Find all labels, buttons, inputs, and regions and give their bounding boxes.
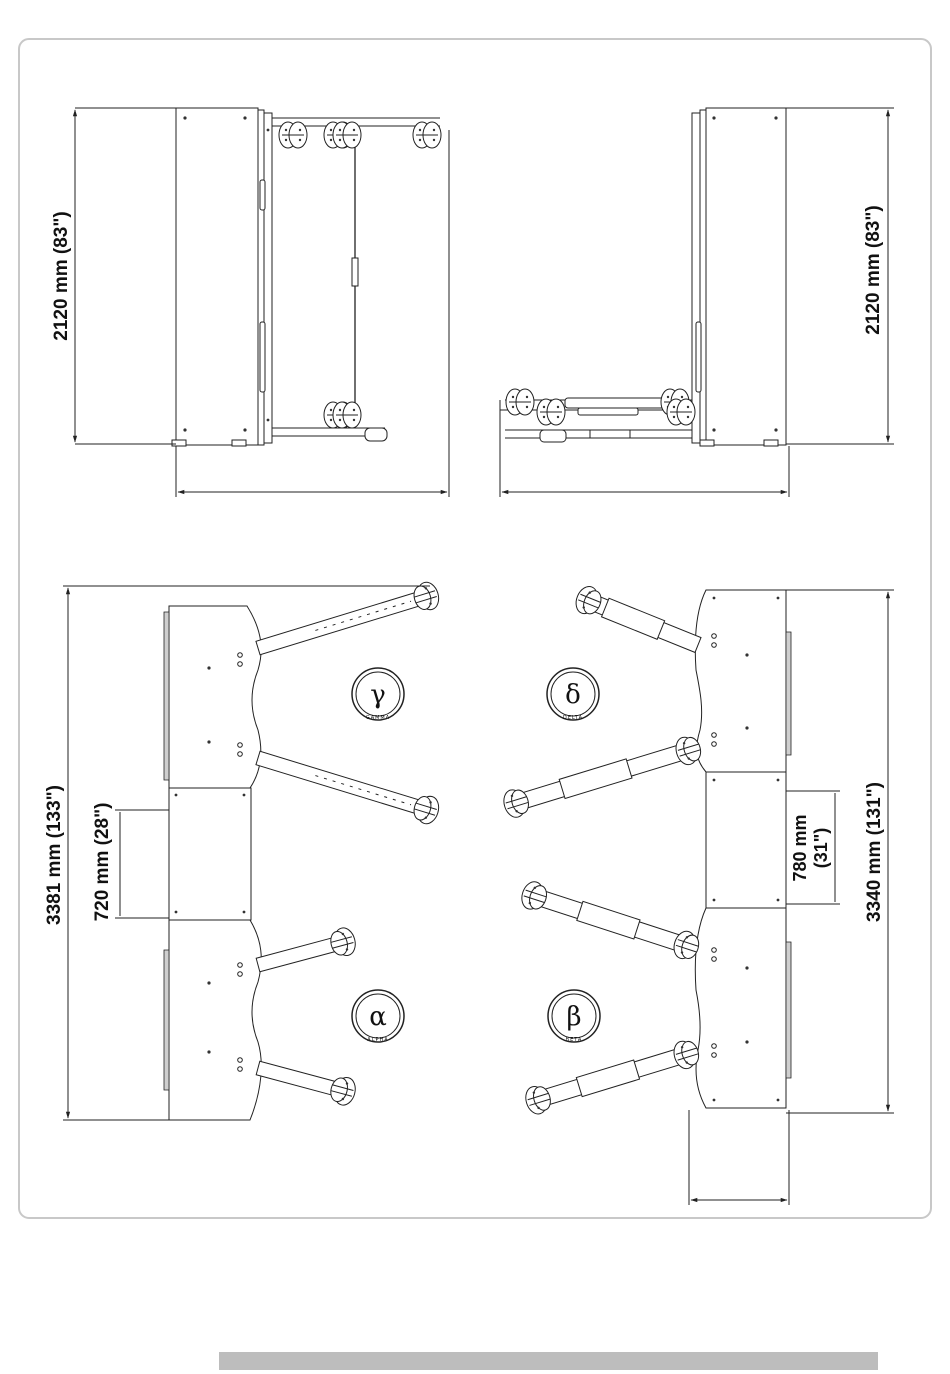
top-right-module-label-line1: 780 mm xyxy=(790,814,810,881)
alpha-symbol: α xyxy=(369,1002,387,1032)
side-view-left xyxy=(75,108,449,497)
top-left-module-label: 720 mm (28") xyxy=(92,803,113,922)
delta-label: DELTA xyxy=(563,715,583,721)
top-left-length-label: 3381 mm (133") xyxy=(44,785,65,925)
beta-label: BETA xyxy=(566,1037,583,1043)
side-view-right xyxy=(500,108,894,497)
alpha-emblem: α ALPHA xyxy=(352,990,404,1043)
beta-symbol: β xyxy=(566,1002,581,1032)
delta-symbol: δ xyxy=(565,680,581,710)
gamma-symbol: γ xyxy=(370,680,386,710)
delta-emblem: δ DELTA xyxy=(547,668,599,721)
side-right-height-label: 2120 mm (83") xyxy=(863,205,884,334)
gamma-emblem: γ GAMMA xyxy=(352,668,404,721)
beta-emblem: β BETA xyxy=(548,990,600,1043)
alpha-label: ALPHA xyxy=(367,1037,388,1043)
gamma-label: GAMMA xyxy=(366,715,390,721)
drawing-frame xyxy=(19,39,931,1218)
footer-bar xyxy=(219,1352,878,1370)
side-left-height-label: 2120 mm (83") xyxy=(51,211,72,340)
top-right-length-label: 3340 mm (131") xyxy=(864,782,885,922)
top-right-module-label-line2: (31") xyxy=(811,828,831,869)
